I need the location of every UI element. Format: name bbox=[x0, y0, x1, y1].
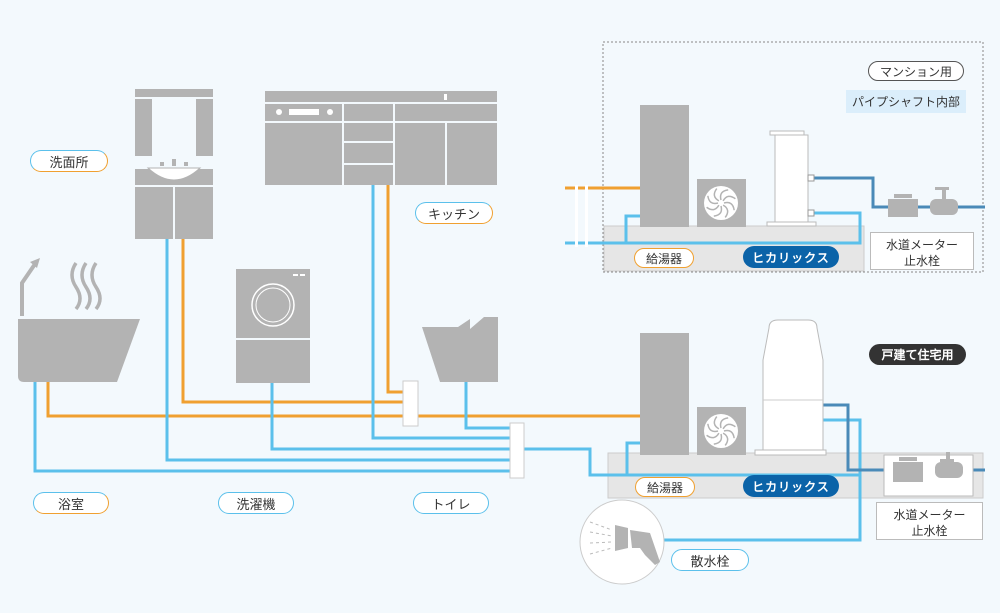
supply-pipe-mansion bbox=[814, 176, 985, 209]
cold-pipe-washer bbox=[270, 382, 512, 451]
mansion-meter-label: 水道メーター 止水栓 bbox=[870, 232, 974, 270]
fan-blade bbox=[723, 201, 735, 211]
fan-blade bbox=[713, 205, 723, 217]
fan-blade bbox=[706, 432, 720, 439]
cold-pipe-garden bbox=[650, 475, 862, 542]
hot-pipe-bath bbox=[46, 382, 640, 418]
mansion-meter-line1: 水道メーター bbox=[885, 238, 958, 252]
mansion-hikarix-unit bbox=[774, 134, 809, 223]
label-washing-machine: 洗濯機 bbox=[218, 492, 294, 514]
mansion-badge-text: マンション用 bbox=[879, 64, 952, 79]
mansion-meter-line2: 止水栓 bbox=[903, 254, 940, 268]
label-garden-tap-text: 散水栓 bbox=[690, 554, 730, 570]
cold-to-heater-house bbox=[625, 441, 640, 475]
cold-header bbox=[509, 422, 525, 479]
cold-main-house bbox=[524, 418, 862, 477]
house-meter-line2: 止水栓 bbox=[911, 524, 948, 538]
fan-blade bbox=[706, 204, 720, 211]
cold-main-mansion bbox=[565, 211, 862, 245]
fan-blade bbox=[707, 423, 719, 433]
fan-icon bbox=[704, 414, 738, 448]
label-kitchen-text: キッチン bbox=[427, 207, 480, 223]
house-hikarix-unit bbox=[762, 319, 824, 451]
cold-pipe-toilet bbox=[464, 382, 512, 430]
fan-icon bbox=[704, 186, 738, 220]
kitchen-counter-icon bbox=[265, 91, 497, 185]
fan-blade bbox=[722, 204, 729, 218]
house-badge-text: 戸建て住宅用 bbox=[881, 348, 954, 362]
spray-nozzle-icon bbox=[589, 521, 660, 565]
label-bathroom-text: 浴室 bbox=[57, 497, 84, 513]
mansion-hikarix-badge: ヒカリックス bbox=[743, 246, 839, 268]
toilet-icon bbox=[422, 317, 498, 382]
fan-blade bbox=[707, 195, 719, 205]
house-hikarix-badge: ヒカリックス bbox=[743, 475, 839, 497]
label-washing-machine-text: 洗濯機 bbox=[236, 497, 276, 513]
hot-pipe-washroom bbox=[181, 238, 405, 404]
fan-blade bbox=[713, 416, 720, 430]
mansion-badge: マンション用 bbox=[868, 61, 964, 81]
fan-blade bbox=[722, 432, 729, 446]
label-toilet-text: トイレ bbox=[431, 497, 471, 513]
cold-pipe-washroom bbox=[165, 238, 512, 462]
pipe-shaft-label: パイプシャフト内部 bbox=[846, 90, 967, 113]
vanity-icon bbox=[135, 89, 213, 239]
fan-blade bbox=[722, 423, 736, 430]
label-washroom-text: 洗面所 bbox=[49, 155, 89, 171]
mansion-heater-tank-icon bbox=[640, 105, 689, 227]
house-meter-line1: 水道メーター bbox=[893, 508, 966, 522]
mansion-water-heater-text: 給湯器 bbox=[645, 251, 682, 266]
cold-pipe-bath bbox=[33, 382, 512, 473]
hot-header bbox=[402, 380, 419, 427]
fan-blade bbox=[722, 195, 736, 202]
label-kitchen: キッチン bbox=[415, 202, 493, 224]
label-washroom: 洗面所 bbox=[30, 150, 108, 172]
washing-machine-icon bbox=[236, 269, 310, 383]
fan-blade bbox=[713, 188, 720, 202]
mansion-meter-valve-icon bbox=[888, 187, 958, 217]
fan-blade bbox=[719, 189, 729, 201]
mansion-hikarix-text: ヒカリックス bbox=[752, 250, 830, 265]
house-meter-valve-icon bbox=[893, 452, 963, 482]
label-garden-tap: 散水栓 bbox=[671, 549, 749, 571]
fan-blade bbox=[719, 417, 729, 429]
house-heater-tank-icon bbox=[640, 333, 689, 455]
cold-to-heater-mansion bbox=[624, 214, 640, 243]
label-toilet: トイレ bbox=[413, 492, 489, 514]
house-badge: 戸建て住宅用 bbox=[869, 344, 966, 365]
steam-icon bbox=[70, 262, 102, 311]
house-water-heater-text: 給湯器 bbox=[646, 480, 683, 495]
hot-pipe-kitchen bbox=[386, 184, 405, 394]
fan-blade bbox=[713, 433, 723, 445]
bathtub-icon bbox=[18, 258, 140, 382]
cold-pipe-kitchen bbox=[371, 184, 512, 440]
label-bathroom: 浴室 bbox=[33, 492, 109, 514]
mansion-frame bbox=[602, 41, 984, 273]
house-meter-label: 水道メーター 止水栓 bbox=[876, 502, 983, 540]
house-hikarix-text: ヒカリックス bbox=[752, 479, 830, 494]
fan-blade bbox=[723, 429, 735, 439]
pipes bbox=[33, 176, 985, 542]
house-water-heater-label: 給湯器 bbox=[635, 477, 695, 497]
mansion-water-heater-label: 給湯器 bbox=[634, 248, 694, 268]
